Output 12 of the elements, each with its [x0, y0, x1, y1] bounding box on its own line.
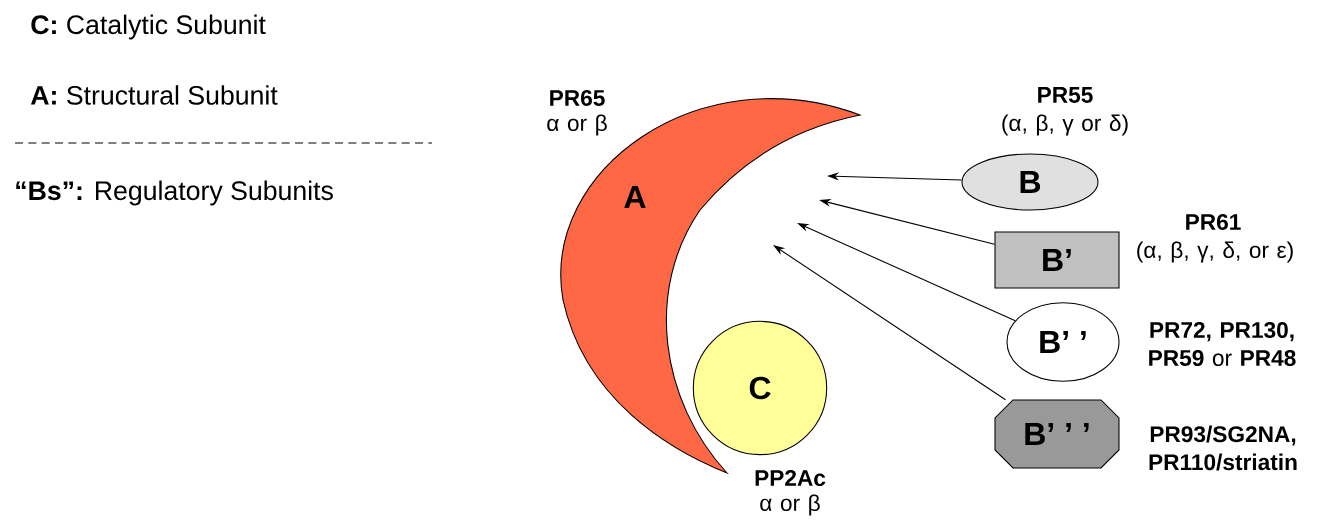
- legend-text: “Bs”: Regulatory Subunits: [16, 180, 333, 206]
- subunit-label: PR61: [1186, 213, 1241, 231]
- subunit-label: (α, β, γ or δ): [1002, 114, 1128, 136]
- subunit-label: PR55: [1038, 87, 1093, 103]
- subunit-label: PR93/SG2NA, PR110/striatin: [1149, 425, 1297, 471]
- arrow: [773, 245, 1007, 401]
- legend-text: C: Catalytic Subunit: [31, 14, 266, 40]
- subunit-label: α or β: [760, 494, 820, 516]
- rectangle-box: B’: [994, 231, 1120, 289]
- subunit-label: PR72, PR130, PR59 or PR48: [1149, 321, 1296, 367]
- legend-text: A: Structural Subunit: [30, 85, 278, 105]
- subunit-label: (α, β, γ, δ, or ε): [1137, 241, 1293, 263]
